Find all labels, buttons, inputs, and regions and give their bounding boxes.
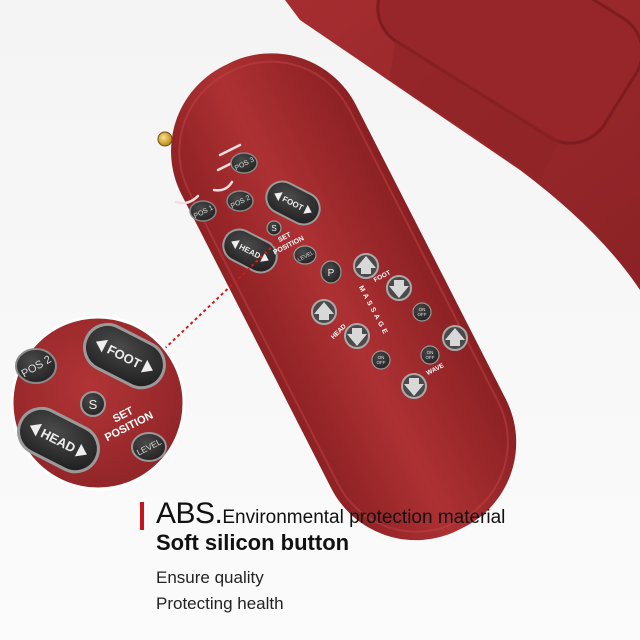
svg-text:OFF: OFF [418, 312, 427, 317]
massage-on-off-button[interactable]: ON OFF [412, 302, 432, 322]
caption-accent-bar [140, 502, 144, 530]
pos2-button[interactable]: POS 2 [226, 190, 254, 212]
zoom-level-button: LEVEL [131, 432, 167, 462]
p-button[interactable]: P [320, 260, 342, 284]
wave-on-off-button-2[interactable]: ON OFF [420, 345, 440, 365]
svg-text:OFF: OFF [426, 355, 435, 360]
svg-text:S: S [89, 397, 98, 412]
abs-text: ABS. [156, 497, 223, 530]
svg-text:OFF: OFF [377, 360, 386, 365]
pos1-button[interactable]: POS 1 [189, 200, 217, 222]
zoom-detail-circle: POS 2 FOOT S SET POSITION HEAD LEVEL [10, 315, 186, 491]
caption-ensure-quality: Ensure quality [156, 568, 264, 587]
zoom-foot-rocker: FOOT [83, 322, 166, 390]
massage-head-down-button[interactable] [344, 323, 370, 349]
caption-line-abs: ABS.Environmental protection material [156, 497, 505, 531]
pos3-button[interactable]: POS 3 [230, 152, 258, 174]
head-rocker-button[interactable]: HEAD [218, 224, 282, 278]
caption-protecting-health: Protecting health [156, 594, 284, 613]
s-label: S [271, 224, 276, 233]
wave-up-button[interactable] [442, 325, 468, 351]
zoom-head-rocker: HEAD [17, 406, 100, 474]
wave-down-button[interactable] [401, 373, 427, 399]
wave-on-off-button-1[interactable]: ON OFF [371, 350, 391, 370]
svg-text:ON: ON [378, 355, 385, 360]
svg-text:ON: ON [419, 307, 426, 312]
led-indicator [157, 131, 173, 147]
svg-text:ON: ON [427, 350, 434, 355]
back-remote [285, 0, 640, 290]
massage-foot-up-button[interactable] [353, 253, 379, 279]
massage-head-up-button[interactable] [311, 299, 337, 325]
massage-foot-down-button[interactable] [386, 275, 412, 301]
level-button[interactable]: LEVEL [293, 245, 317, 265]
zoom-s-button: S [80, 391, 106, 417]
set-s-button[interactable]: S [266, 220, 282, 236]
zoom-pos2-button: POS 2 [15, 348, 57, 384]
abs-description: Environmental protection material [222, 507, 506, 528]
remote-body [171, 53, 517, 541]
p-label: P [328, 268, 335, 279]
zoom-leader-line [159, 242, 277, 354]
foot-rocker-button[interactable]: FOOT [261, 176, 325, 230]
caption-soft-silicon: Soft silicon button [156, 530, 350, 555]
